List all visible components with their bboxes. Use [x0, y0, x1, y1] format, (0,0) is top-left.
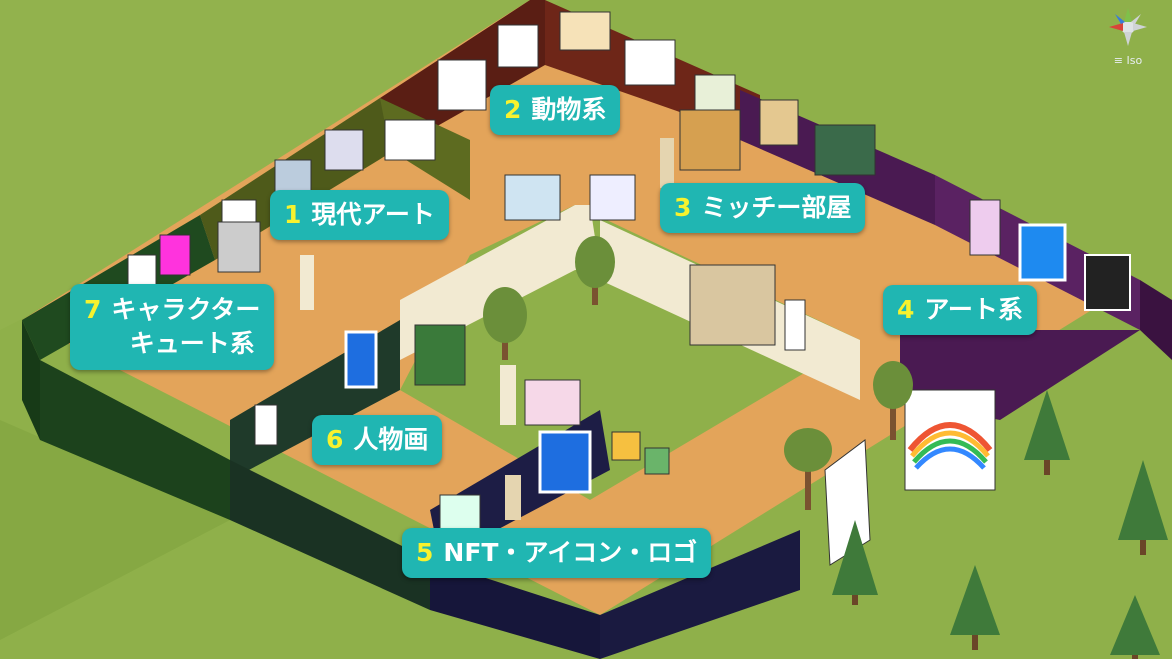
pine-tree: [1024, 390, 1070, 475]
room-label-5: 5 NFT・アイコン・ロゴ: [402, 528, 712, 578]
room-number: 3: [674, 193, 692, 222]
room-name: 現代アート: [311, 200, 435, 229]
room-number: 4: [897, 295, 915, 324]
artworks: [127, 11, 1131, 566]
tree: [575, 236, 615, 305]
pine-tree: [1118, 460, 1168, 555]
room-label-1: 1 現代アート: [270, 190, 449, 240]
room-number: 5: [416, 538, 434, 567]
room-label-2: 2 動物系: [490, 85, 621, 135]
room-number: 1: [284, 200, 302, 229]
pine-tree: [832, 520, 878, 605]
axis-gizmo-icon: [1109, 8, 1147, 46]
room-name: NFT・アイコン・ロゴ: [443, 538, 698, 567]
pine-tree: [1110, 595, 1160, 659]
inner-wall: [400, 205, 575, 360]
tree: [873, 361, 913, 440]
room-label-7: 7 キャラクター キュート系: [70, 284, 275, 370]
room-name: アート系: [924, 295, 1023, 324]
tree: [784, 428, 832, 510]
room-label-3: 3 ミッチー部屋: [660, 183, 866, 233]
room-name: 動物系: [531, 95, 607, 124]
trees: [483, 236, 1168, 659]
scene-gizmo[interactable]: ≡ Iso: [1104, 4, 1152, 74]
room-number: 7: [84, 295, 102, 324]
room-label-4: 4 アート系: [883, 285, 1037, 335]
room-name: ミッチー部屋: [701, 193, 852, 222]
room-name-line1: キャラクター: [111, 295, 261, 324]
tree: [483, 287, 527, 360]
room-number: 6: [326, 425, 344, 454]
room-name: 人物画: [353, 425, 429, 454]
room-label-6: 6 人物画: [312, 415, 443, 465]
pine-tree: [950, 565, 1000, 650]
projection-toggle[interactable]: ≡ Iso: [1113, 54, 1143, 67]
room-name-line2: キュート系: [129, 329, 255, 358]
room-number: 2: [504, 95, 522, 124]
